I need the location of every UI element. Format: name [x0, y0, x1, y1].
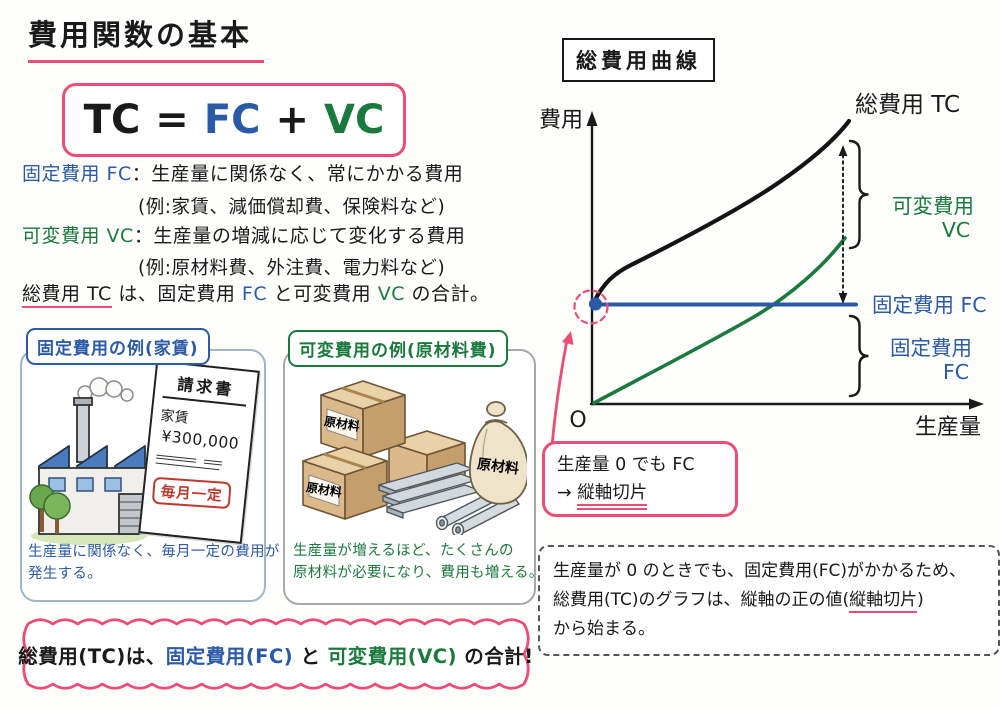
- factory-illustration: [29, 377, 154, 545]
- variable-caption-line-1: 生産量が増えるほど、たくさんの: [293, 543, 514, 559]
- material-label-box-bottom: 原材料: [305, 479, 343, 499]
- variable-cost-term: 可変費用 VC: [22, 225, 134, 247]
- summary-vc-term: VC: [377, 283, 405, 305]
- formula-vc: VC: [324, 97, 385, 143]
- summary-text-3: の合計。: [404, 283, 490, 305]
- total-cost-summary: 総費用 TC は、固定費用 FC と可変費用 VC の合計。: [22, 279, 490, 308]
- fixed-cost-card-header: 固定費用の例(家賃): [26, 328, 210, 365]
- pink-callout-arrow: [550, 338, 569, 448]
- fixed-cost-separator: ：: [131, 163, 152, 185]
- origin-label: O: [569, 408, 586, 433]
- variable-cost-definition: 可変費用 VC：生産量の増減に応じて変化する費用: [22, 221, 465, 248]
- dotted-arrow-down-head-icon: [838, 293, 848, 304]
- variable-cost-curve: [592, 236, 847, 405]
- variable-caption-line-2: 原材料が必要になり、費用も増える。: [293, 565, 544, 582]
- explanation-line-1: 生産量が 0 のときでも、固定費用(FC)がかかるため、: [553, 561, 967, 581]
- conclusion-text: 総費用(TC)は、固定費用(FC) と 可変費用(VC) の合計!: [18, 640, 533, 669]
- fixed-cost-description: 生産量に関係なく、常にかかる費用: [151, 163, 464, 185]
- formula-equals: =: [155, 97, 189, 143]
- y-axis-label: 費用: [539, 108, 583, 133]
- explanation-line-2-pre: 総費用(TC)のグラフは、縦軸の正の値(: [553, 589, 850, 610]
- summary-fc-term: FC: [241, 283, 268, 305]
- x-axis-arrow-icon: [969, 398, 984, 410]
- invoice-title: 請求書: [162, 369, 250, 407]
- smoke-puffs: [77, 377, 134, 402]
- factory-windows: [48, 477, 122, 492]
- total-cost-curve-graph: 費用 O 生産量 総費用 TC 可変費用 VC 固定費用 FC 固定費用 FC: [539, 92, 987, 448]
- dotted-arrow-up-head-icon: [838, 145, 848, 156]
- total-cost-curve: [591, 118, 852, 305]
- chart-title: 総費用曲線: [562, 38, 715, 82]
- formula-box: TC = FC + VC: [62, 83, 406, 157]
- variable-cost-examples: (例:原材料費、外注費、電力料など): [138, 258, 446, 279]
- explanation-line-2: 総費用(TC)のグラフは、縦軸の正の値(縦軸切片): [553, 586, 985, 615]
- pink-arrow-head-icon: [562, 331, 574, 345]
- intercept-callout-note: 生産量 0 でも FC → 縦軸切片: [542, 441, 738, 517]
- vc-label-line-2: VC: [942, 218, 970, 242]
- material-label-box-top: 原材料: [323, 413, 361, 433]
- box-top: [320, 380, 406, 458]
- explanation-line-2-post: ): [917, 589, 924, 610]
- banner-fc-term: 固定費用(FC): [165, 644, 294, 668]
- arrow-glyph: →: [557, 483, 578, 503]
- y-axis-arrow-icon: [586, 111, 598, 126]
- banner-vc-term: 可変費用(VC): [327, 644, 458, 668]
- tc-curve-label: 総費用 TC: [855, 92, 960, 118]
- fc-brace-label-line-2: FC: [943, 360, 969, 384]
- fixed-cost-term: 固定費用 FC: [22, 163, 132, 185]
- intercept-highlight-circle: [573, 289, 609, 325]
- banner-text-3: の合計!: [457, 644, 534, 668]
- fc-brace: [848, 314, 869, 398]
- trees: [29, 484, 71, 534]
- fixed-cost-definition: 固定費用 FC：生産量に関係なく、常にかかる費用: [22, 159, 463, 186]
- sawtooth-roof: [38, 445, 146, 469]
- box-bottom: [302, 446, 388, 520]
- fixed-card-caption: 生産量に関係なく、毎月一定の費用が 発生する。: [28, 541, 280, 586]
- material-label-sack: 原材料: [476, 456, 520, 478]
- chimney-cap: [73, 397, 93, 406]
- variable-cost-card-header: 可変費用の例(原材料費): [288, 330, 508, 367]
- formula-tc: TC: [83, 97, 141, 143]
- intercept-term: 縦軸切片: [577, 483, 648, 510]
- variable-cost-separator: ：: [133, 225, 154, 247]
- scalloped-border: [22, 618, 530, 690]
- monthly-fixed-stamp: 毎月一定: [151, 476, 232, 510]
- banner-text-2: と: [293, 644, 328, 668]
- metal-bars: [378, 462, 482, 519]
- fixed-cost-examples: (例:家賃、減価償却費、保険料など): [138, 197, 446, 218]
- vc-label-line-1: 可変費用: [892, 194, 974, 218]
- fc-line-label: 固定費用 FC: [872, 293, 987, 317]
- banner-text-1: 総費用(TC)は、: [18, 644, 166, 668]
- summary-tc-term: 総費用 TC: [22, 283, 112, 308]
- variable-card-caption: 生産量が増えるほど、たくさんの 原材料が必要になり、費用も増える。: [293, 540, 544, 585]
- fixed-caption-line-2: 発生する。: [28, 566, 102, 583]
- formula-fc: FC: [203, 97, 261, 143]
- conclusion-banner: 総費用(TC)は、固定費用(FC) と 可変費用(VC) の合計!: [18, 616, 533, 692]
- intercept-note-line-2: → 縦軸切片: [557, 479, 723, 510]
- vc-brace: [848, 139, 869, 250]
- explanation-intercept-term: 縦軸切片: [849, 589, 918, 613]
- intercept-note-line-1: 生産量 0 でも FC: [557, 455, 695, 475]
- summary-text-2: と可変費用: [267, 283, 378, 305]
- chimney: [76, 401, 90, 463]
- summary-text-1: は、固定費用: [111, 283, 242, 305]
- page-title: 費用関数の基本: [28, 12, 265, 63]
- y-intercept-point: [589, 297, 602, 311]
- material-sack: [469, 401, 527, 505]
- raw-materials-illustration: 原材料 原材料: [302, 380, 527, 535]
- invoice-rule-row-1: [156, 454, 240, 468]
- rent-invoice: 請求書 家賃 ¥300,000 毎月一定: [138, 360, 260, 544]
- formula-plus: +: [275, 97, 310, 143]
- variable-cost-description: 生産量の増減に応じて変化する費用: [153, 225, 466, 247]
- fc-brace-label-line-1: 固定費用: [890, 336, 972, 360]
- fixed-caption-line-1: 生産量に関係なく、毎月一定の費用が: [28, 544, 280, 560]
- explanation-note: 生産量が 0 のときでも、固定費用(FC)がかかるため、 総費用(TC)のグラフ…: [538, 545, 1000, 656]
- x-axis-label: 生産量: [915, 415, 981, 440]
- explanation-line-3: から始まる。: [553, 618, 655, 639]
